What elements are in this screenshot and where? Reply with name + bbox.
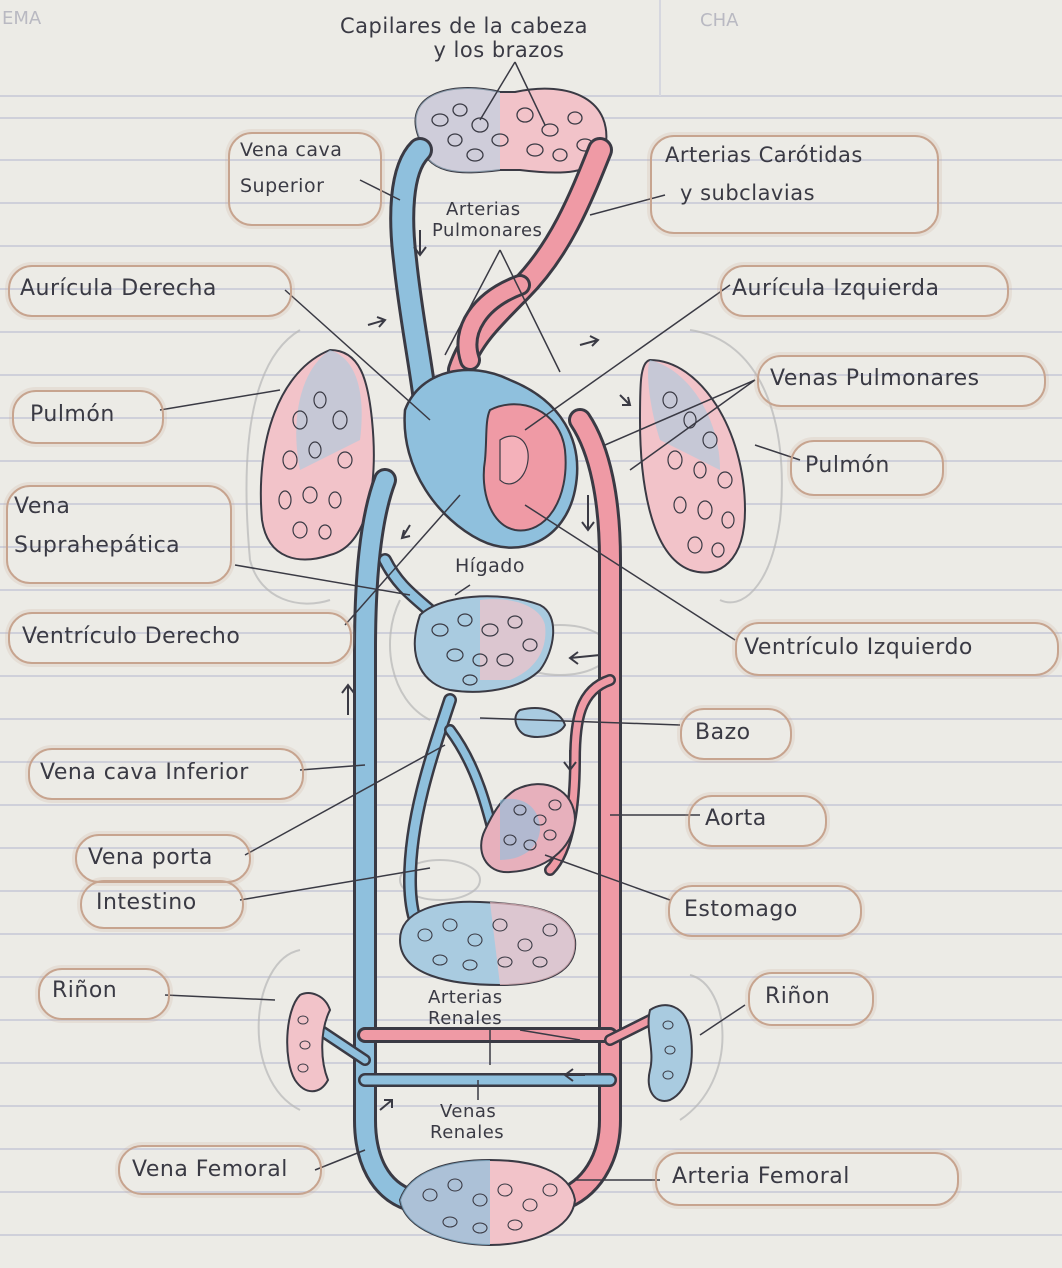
label-rinon-right: Riñon bbox=[765, 984, 830, 1009]
label-arterias-pulmonares-line2: Pulmonares bbox=[432, 221, 542, 242]
label-venas-renales: Venas Renales bbox=[430, 1102, 504, 1143]
label-arterias-pulmonares: Arterias Pulmonares bbox=[432, 200, 542, 241]
label-pulmon-right: Pulmón bbox=[805, 453, 890, 478]
label-arterias-pulmonares-line1: Arterias bbox=[432, 200, 542, 221]
label-pulmon-left: Pulmón bbox=[30, 402, 115, 427]
notebook-header-right: CHA bbox=[700, 10, 738, 31]
label-vena-suprahepatica: Vena Suprahepática bbox=[14, 494, 180, 559]
label-capilares-line2: y los brazos bbox=[340, 38, 588, 62]
label-capilares-line1: Capilares de la cabeza bbox=[340, 14, 588, 38]
label-vena-femoral: Vena Femoral bbox=[132, 1157, 288, 1182]
intestine bbox=[400, 902, 575, 985]
label-ventriculo-derecho: Ventrículo Derecho bbox=[22, 624, 240, 649]
left-lung bbox=[261, 350, 374, 559]
label-arterias-renales: Arterias Renales bbox=[428, 988, 503, 1029]
label-venas-pulmonares: Venas Pulmonares bbox=[770, 366, 980, 391]
label-vena-cava-superior-line2: Superior bbox=[240, 176, 342, 198]
label-estomago: Estomago bbox=[684, 897, 798, 922]
label-vena-suprahepatica-line1: Vena bbox=[14, 494, 180, 519]
label-intestino: Intestino bbox=[96, 890, 197, 915]
label-arterias-renales-line1: Arterias bbox=[428, 988, 503, 1009]
label-vena-cava-superior-line1: Vena cava bbox=[240, 140, 342, 162]
label-arteria-femoral: Arteria Femoral bbox=[672, 1164, 850, 1189]
label-ventriculo-izquierdo: Ventrículo Izquierdo bbox=[744, 635, 973, 660]
right-kidney bbox=[649, 1005, 692, 1101]
label-vena-cava-inferior: Vena cava Inferior bbox=[40, 760, 249, 785]
label-venas-renales-line2: Renales bbox=[430, 1123, 504, 1144]
label-arterias-carotidas-line1: Arterias Carótidas bbox=[665, 143, 863, 167]
head-capillaries bbox=[415, 88, 606, 173]
label-capilares: Capilares de la cabeza y los brazos bbox=[340, 14, 588, 62]
liver bbox=[415, 596, 553, 692]
left-kidney bbox=[287, 993, 330, 1091]
label-arterias-carotidas: Arterias Carótidas y subclavias bbox=[665, 143, 863, 205]
label-arterias-renales-line2: Renales bbox=[428, 1009, 503, 1030]
notebook-header-left: EMA bbox=[2, 8, 41, 29]
label-auricula-izquierda: Aurícula Izquierda bbox=[732, 276, 939, 301]
label-rinon-left: Riñon bbox=[52, 978, 117, 1003]
label-bazo: Bazo bbox=[695, 720, 751, 745]
label-aorta: Aorta bbox=[705, 806, 767, 831]
label-vena-cava-superior: Vena cava Superior bbox=[240, 140, 342, 198]
label-arterias-carotidas-line2: y subclavias bbox=[665, 181, 863, 205]
label-auricula-derecha: Aurícula Derecha bbox=[20, 276, 217, 301]
label-higado: Hígado bbox=[455, 556, 525, 578]
label-vena-suprahepatica-line2: Suprahepática bbox=[14, 533, 180, 558]
spleen bbox=[515, 708, 565, 737]
label-venas-renales-line1: Venas bbox=[430, 1102, 504, 1123]
label-vena-porta: Vena porta bbox=[88, 845, 213, 870]
lower-capillaries bbox=[400, 1160, 575, 1245]
